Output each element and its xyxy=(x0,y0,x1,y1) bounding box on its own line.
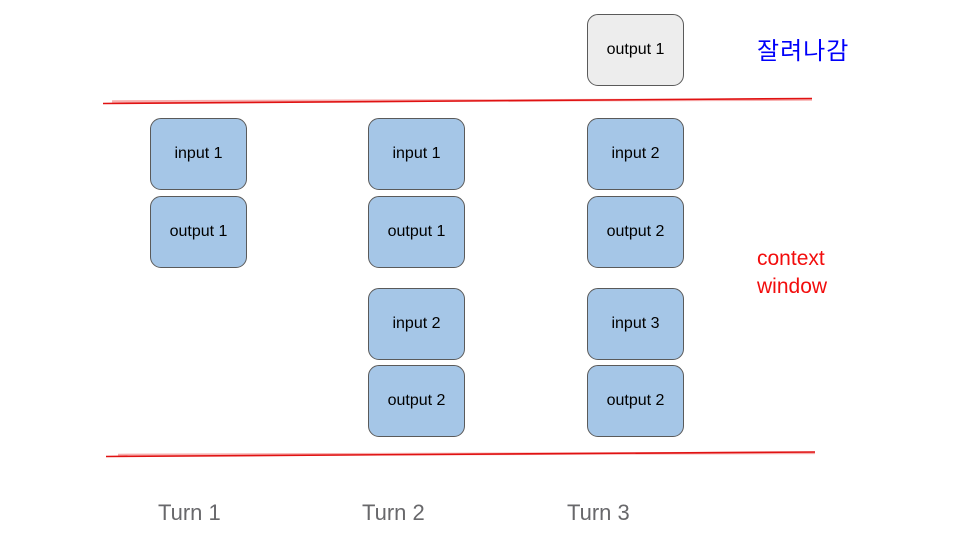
turn3-input3-box: input 3 xyxy=(587,288,684,360)
context-window-note: context window xyxy=(757,247,828,298)
box-label: output 1 xyxy=(387,223,446,240)
turn1-output1-box: output 1 xyxy=(150,196,247,268)
box-label: output 2 xyxy=(606,392,665,409)
box-label: output 2 xyxy=(387,392,446,409)
truncated-note: 잘려나감 xyxy=(757,38,850,65)
context-window-bottom-boundary-underlay xyxy=(117,451,816,457)
box-label: output 1 xyxy=(169,223,228,240)
turn-label-2: Turn 2 xyxy=(362,500,425,525)
turn3-input2-box: input 2 xyxy=(587,118,684,190)
context-window-bottom-boundary xyxy=(105,451,816,458)
turn3-output2b-box: output 2 xyxy=(587,365,684,437)
box-label: output 2 xyxy=(606,223,665,240)
turn3-output2-box: output 2 xyxy=(587,196,684,268)
turn2-input2-box: input 2 xyxy=(368,288,465,360)
context-window-top-boundary-underlay xyxy=(111,98,813,103)
context-window-top-boundary xyxy=(102,97,813,105)
box-label: input 3 xyxy=(611,315,660,332)
truncated-output-box: output 1 xyxy=(587,14,684,86)
box-label: input 1 xyxy=(174,145,223,162)
turn-label-1: Turn 1 xyxy=(158,500,221,525)
turn2-output2-box: output 2 xyxy=(368,365,465,437)
turn1-input1-box: input 1 xyxy=(150,118,247,190)
turn-label-3: Turn 3 xyxy=(567,500,630,525)
turn2-input1-box: input 1 xyxy=(368,118,465,190)
box-label: input 2 xyxy=(392,315,441,332)
box-label: input 2 xyxy=(611,145,660,162)
turn2-output1-box: output 1 xyxy=(368,196,465,268)
box-label: output 1 xyxy=(606,41,665,58)
box-label: input 1 xyxy=(392,145,441,162)
